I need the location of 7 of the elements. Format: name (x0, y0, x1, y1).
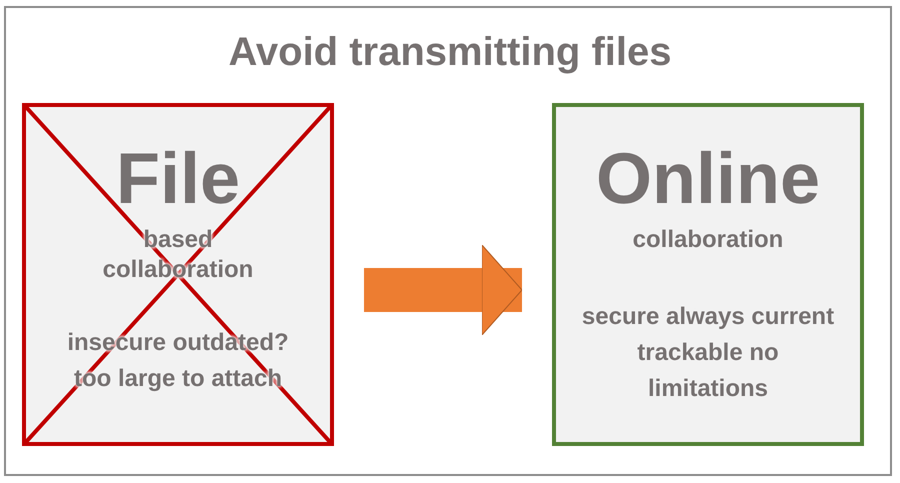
description: secure always current trackable no limitations (580, 302, 836, 404)
heading: File (114, 138, 242, 221)
block-arrow (364, 244, 522, 336)
content-box (552, 103, 864, 446)
subheading: collaboration (632, 225, 784, 255)
title: Avoid transmitting files (227, 30, 672, 75)
heading: Online (594, 138, 821, 221)
